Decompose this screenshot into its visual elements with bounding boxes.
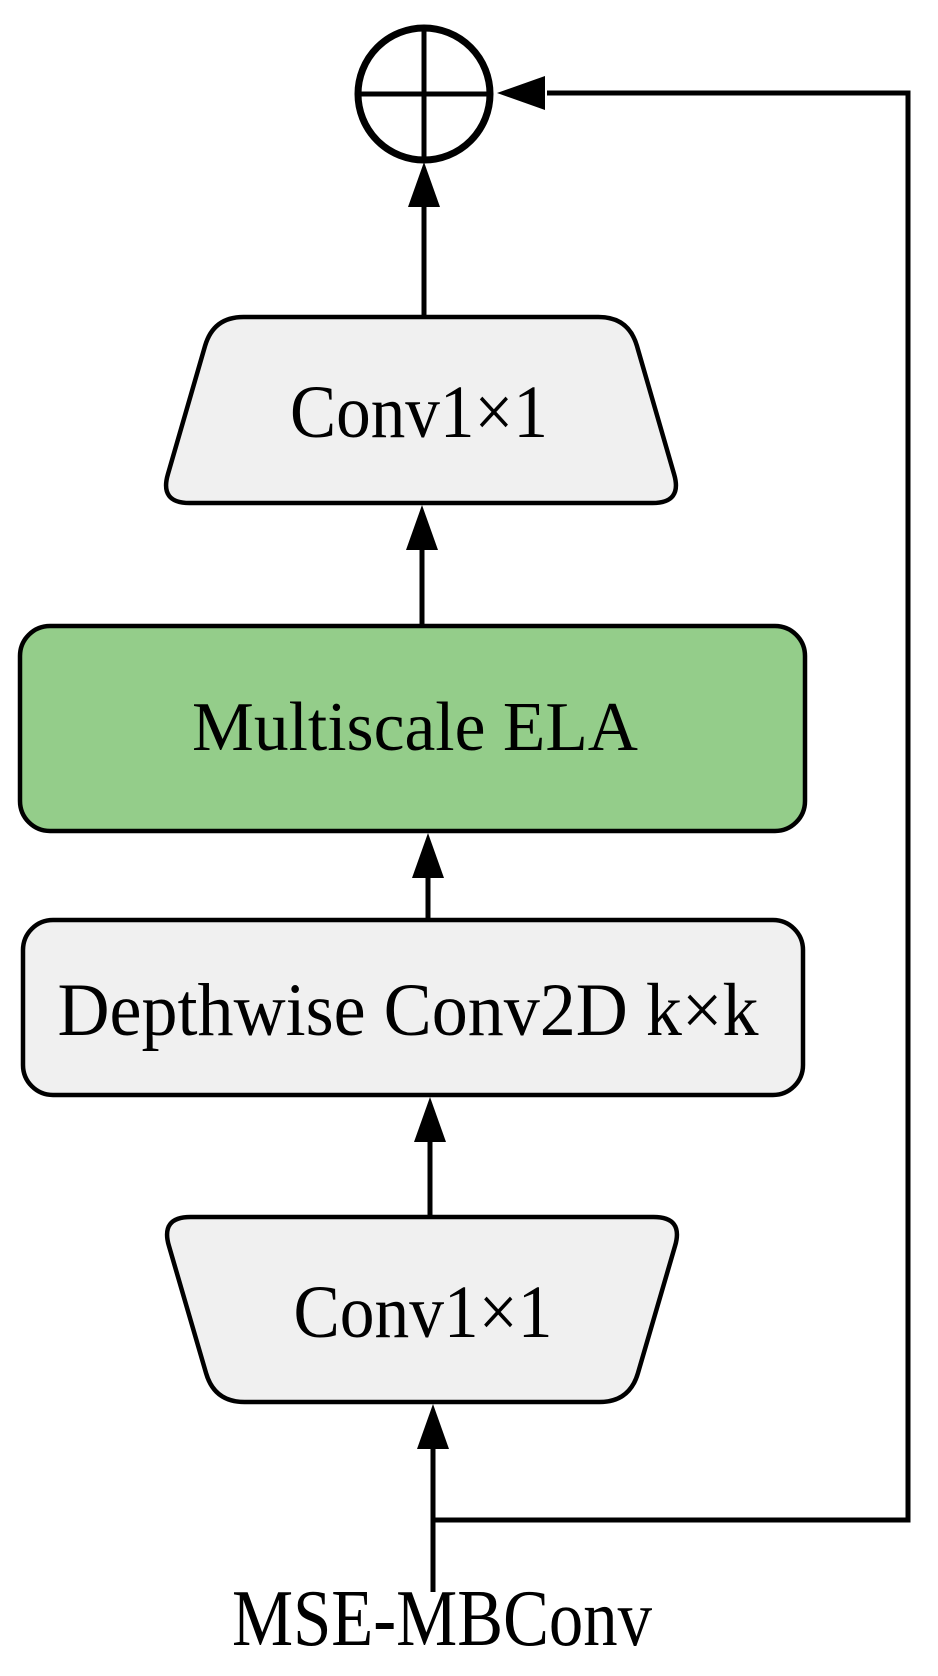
arrowhead-up-icon (408, 162, 440, 207)
skip-connection-edge (433, 76, 911, 1523)
node-conv1x1-top: Conv1×1 (163, 314, 679, 506)
conv1x1-top-shape (163, 314, 679, 506)
input-edge (417, 1404, 449, 1592)
edge-depthwise-to-ela (412, 833, 444, 918)
node-multiscale-ela: Multiscale ELA (17, 623, 808, 834)
skip-connection-line (433, 90, 911, 1523)
block-title: MSE-MBConv (232, 1573, 652, 1663)
multiscale-ela-label: Multiscale ELA (192, 689, 638, 766)
add-operator (354, 24, 494, 164)
conv1x1-bottom-shape (164, 1214, 680, 1405)
skip-arrowhead-left-icon (497, 76, 545, 110)
arrowhead-up-icon (406, 505, 438, 550)
arrowhead-up-icon (412, 833, 444, 878)
edge-convbottom-to-depthwise (414, 1097, 446, 1215)
node-depthwise-conv: Depthwise Conv2D k×k (20, 917, 806, 1098)
conv1x1-top-label: Conv1×1 (290, 371, 548, 454)
node-conv1x1-bottom: Conv1×1 (164, 1214, 680, 1405)
depthwise-conv-shape (20, 917, 806, 1098)
edge-convtop-to-add (408, 162, 440, 317)
conv1x1-bottom-label: Conv1×1 (294, 1271, 553, 1354)
input-arrowhead-up-icon (417, 1404, 449, 1449)
arrowhead-up-icon (414, 1097, 446, 1142)
multiscale-ela-shape (17, 623, 808, 834)
depthwise-conv-label: Depthwise Conv2D k×k (58, 969, 759, 1052)
edge-ela-to-convtop (406, 505, 438, 624)
